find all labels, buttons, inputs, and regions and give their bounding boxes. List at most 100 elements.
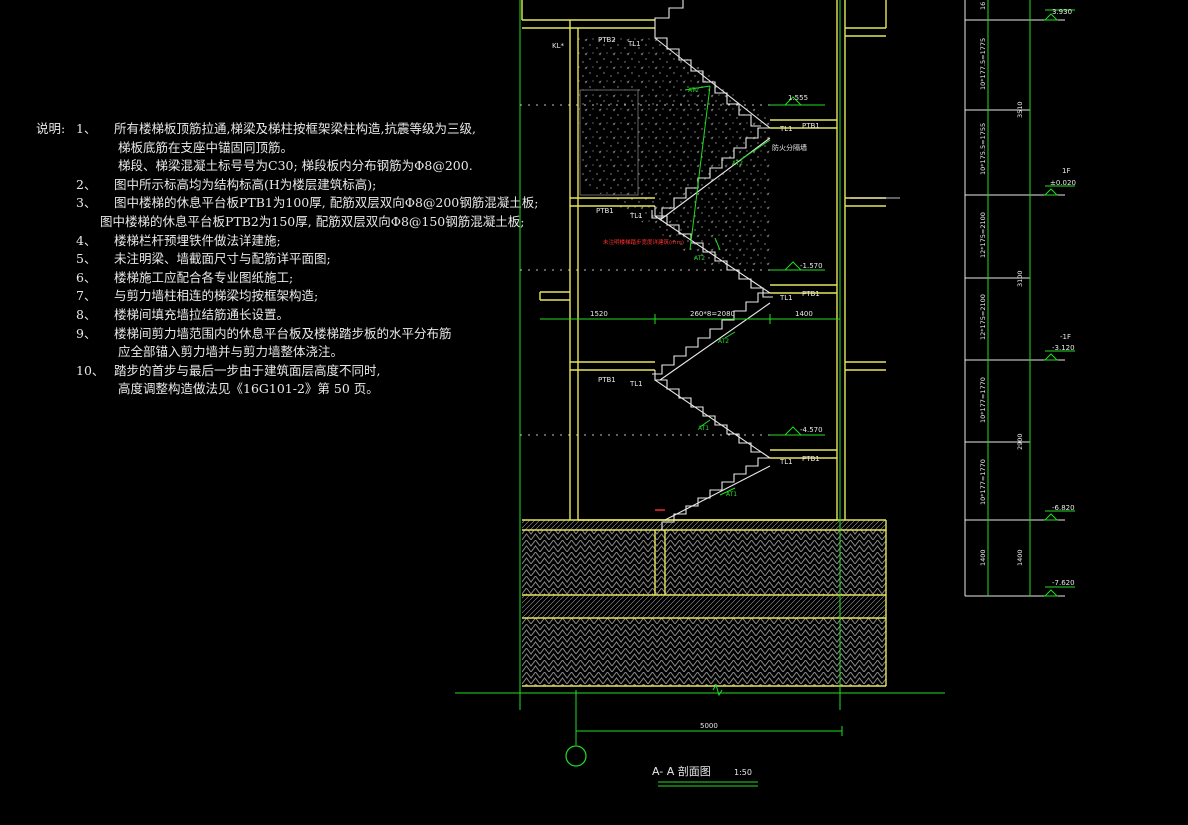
segment-dim: 10*177.5=1775 xyxy=(979,38,987,90)
level-label: -1.570 xyxy=(800,262,823,270)
dim-label: 5000 xyxy=(700,722,718,730)
flight-label: AT2 xyxy=(718,338,729,345)
note-line: 应全部锚入剪力墙并与剪力墙整体浇注。 xyxy=(118,344,344,360)
dim-label: 260*8=2080 xyxy=(690,310,735,318)
dimension-lines xyxy=(455,0,945,787)
beam-label: TL1 xyxy=(629,380,643,388)
total-dim: 3100 xyxy=(1016,270,1024,287)
level-label: 1.555 xyxy=(788,94,808,102)
note-item-6: 6、 楼梯施工应配合各专业图纸施工; xyxy=(36,269,476,288)
note-line: 梯段、梯梁混凝土标号号为C30; 梯段板内分布钢筋为Φ8@200. xyxy=(118,158,473,174)
grid-axis-bubble xyxy=(565,745,587,767)
note-item-7: 7、 与剪力墙柱相连的梯梁均按框架构造; xyxy=(36,287,476,306)
platform-label: PTB2 xyxy=(598,36,616,44)
flight-1-down xyxy=(654,28,761,127)
floor-label: -1F xyxy=(1060,333,1071,341)
notes-heading: 说明: xyxy=(36,121,66,136)
segment-dim: 1400 xyxy=(1016,549,1024,566)
note-line: 图中所示标高均为结构标高(H为楼层建筑标高); xyxy=(114,176,377,192)
note-line: 未注明梁、墙截面尺寸与配筋详平面图; xyxy=(114,251,331,267)
section-scale: 1:50 xyxy=(734,768,752,777)
note-number: 10、 xyxy=(76,362,105,378)
platform-label: PTB1 xyxy=(802,122,820,130)
beam-label: TL1 xyxy=(779,125,793,133)
note-number: 9、 xyxy=(76,325,97,341)
note-line: 高度调整构造做法见《16G101-2》第 50 页。 xyxy=(118,381,379,397)
note-item-1: 说明: 1、 所有楼梯板顶筋拉通,梯梁及梯柱按框架梁柱构造,抗震等级为三级, xyxy=(36,120,476,139)
note-line: 图中楼梯的休息平台板PTB1为100厚, 配筋双层双向Φ8@200钢筋混凝土板; xyxy=(114,195,539,211)
platform-label: PTB1 xyxy=(596,207,614,215)
flight-5-down xyxy=(654,370,761,453)
flight-4-down xyxy=(652,292,770,375)
beam-label: KL* xyxy=(552,42,564,50)
note-line: 踏步的首步与最后一步由于建筑面层高度不同时, xyxy=(114,362,381,378)
platform-label: PTB1 xyxy=(802,290,820,298)
flight-label: AT2 xyxy=(688,87,699,94)
flight-label: AT2 xyxy=(732,160,743,167)
segment-dim: 16 xyxy=(979,2,987,10)
note-number: 3、 xyxy=(76,195,97,211)
note-line: 与剪力墙柱相连的梯梁均按框架构造; xyxy=(114,288,319,304)
segment-dim: 10*177=1770 xyxy=(979,459,987,505)
beam-label: TL1 xyxy=(779,294,793,302)
design-notes: 说明: 1、 所有楼梯板顶筋拉通,梯梁及梯柱按框架梁柱构造,抗震等级为三级, 梯板底… xyxy=(36,120,538,399)
note-item-2: 2、 图中所示标高均为结构标高(H为楼层建筑标高); xyxy=(36,176,476,195)
total-dim: 2900 xyxy=(1016,433,1024,450)
note-number: 1、 xyxy=(76,121,97,136)
note-number: 8、 xyxy=(76,306,97,322)
note-number: 4、 xyxy=(76,232,97,248)
note-item-8: 8、 楼梯间填充墙拉结筋通长设置。 xyxy=(36,306,476,325)
elevation-label: ±0.020 xyxy=(1050,179,1076,187)
platform-label: PTB1 xyxy=(802,455,820,463)
note-number: 5、 xyxy=(76,251,97,267)
elevation-label: 3.930 xyxy=(1052,8,1072,16)
note-line: 楼梯间剪力墙范围内的休息平台板及楼梯踏步板的水平分布筋 xyxy=(114,325,452,341)
note-item-9: 9、 楼梯间剪力墙范围内的休息平台板及楼梯踏步板的水平分布筋 xyxy=(36,325,476,344)
segment-dim: 10*175.5=1755 xyxy=(979,123,987,175)
note-item-10: 10、踏步的首步与最后一步由于建筑面层高度不同时, xyxy=(36,362,476,381)
note-item-5: 5、 未注明梁、墙截面尺寸与配筋详平面图; xyxy=(36,250,476,269)
note-line: 楼梯施工应配合各专业图纸施工; xyxy=(114,269,294,285)
total-dim: 3510 xyxy=(1016,101,1024,118)
note-line: 图中楼梯的休息平台板PTB2为150厚, 配筋双层双向Φ8@150钢筋混凝土板; xyxy=(100,213,525,229)
elevation-column: 3.930 1F ±0.020 -1F -3.120 -6.820 -7.620… xyxy=(964,0,1076,597)
beam-label: TL1 xyxy=(779,458,793,466)
segment-dim: 12*175=2100 xyxy=(979,294,987,340)
flight-label: AT1 xyxy=(698,425,709,432)
level-label: -4.570 xyxy=(800,426,823,434)
note-number: 7、 xyxy=(76,288,97,304)
note-number: 2、 xyxy=(76,176,97,192)
elevation-label: -7.620 xyxy=(1052,579,1075,587)
note-line: 楼梯间填充墙拉结筋通长设置。 xyxy=(114,306,290,322)
concrete-hatch-region xyxy=(578,35,770,265)
segment-dim: 10*177=1770 xyxy=(979,377,987,423)
note-item-4: 4、 楼梯栏杆预埋铁件做法详建施; xyxy=(36,232,476,251)
note-item-3: 3、 图中楼梯的休息平台板PTB1为100厚, 配筋双层双向Φ8@200钢筋混凝土… xyxy=(36,194,538,213)
beam-label: TL1 xyxy=(627,40,641,48)
note-line: 梯板底筋在支座中锚固同顶筋。 xyxy=(118,139,294,155)
beam-label: TL1 xyxy=(629,212,643,220)
fire-wall-label: 防火分隔墙 xyxy=(772,143,807,152)
note-line: 所有楼梯板顶筋拉通,梯梁及梯柱按框架梁柱构造,抗震等级为三级, xyxy=(114,121,476,136)
flight-top-up xyxy=(654,0,684,28)
flight-label: AT2 xyxy=(694,255,705,262)
dim-label: 1520 xyxy=(590,310,608,318)
section-title: A- A 剖面图 xyxy=(652,764,711,778)
flight-label: AT1 xyxy=(726,491,737,498)
dim-label: 1400 xyxy=(795,310,813,318)
floor-label: 1F xyxy=(1062,167,1070,175)
elevation-label: -3.120 xyxy=(1052,344,1075,352)
note-number: 6、 xyxy=(76,269,97,285)
flight-3-down xyxy=(654,206,773,298)
note-line: 楼梯栏杆预埋铁件做法详建施; xyxy=(114,232,281,248)
platform-label: PTB1 xyxy=(598,376,616,384)
segment-dim: 12*175=2100 xyxy=(979,212,987,258)
segment-dim: 1400 xyxy=(979,549,987,566)
flight-2-down xyxy=(651,127,770,219)
red-annotation: 未注明楼梯踏步宽度详建筑(mm) xyxy=(603,238,684,246)
foundation xyxy=(522,519,887,687)
flight-6-down xyxy=(661,457,770,530)
elevation-label: -6.820 xyxy=(1052,504,1075,512)
stair-flights xyxy=(651,0,773,530)
